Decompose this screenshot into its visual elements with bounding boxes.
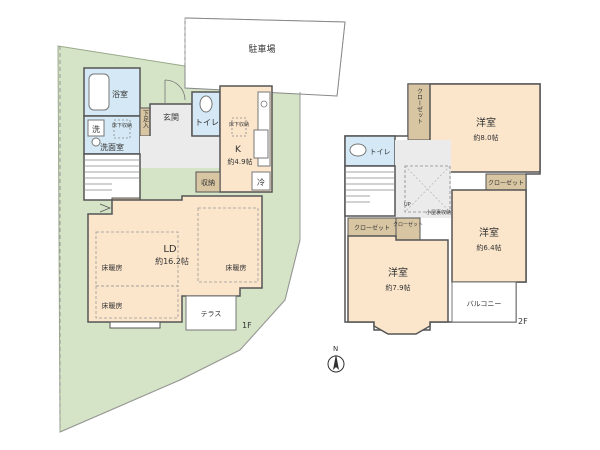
shoebox-label: 下足入 [142,110,149,128]
fridge [251,171,271,191]
room2-size: 約6.4帖 [476,243,501,252]
balcony-label: バルコニー [467,300,502,308]
hall-2f [395,140,451,218]
floorheat-label-1: 床暖房 [102,263,123,272]
parking-label: 駐車場 [248,43,275,55]
room-1 [429,83,541,173]
floor1-level: 1F [242,321,252,330]
closet-3-label: クローゼット [354,224,390,232]
floor2-level: 2F [518,317,528,326]
room3-size: 約7.9帖 [385,283,410,292]
room1-size: 約8.0帖 [473,133,498,142]
underfloor-label: 床下収納 [112,122,132,129]
attic-up-label: UP [404,202,411,208]
room3-label: 洋室 [388,266,408,279]
floorheat-label-3: 床暖房 [226,263,247,272]
stairs-1f [83,153,141,201]
floor2: クローゼット 洋室 約8.0帖 トイレ UP 小屋裏収納 クローゼット 洋室 約… [344,83,541,335]
underfloor-storage-wash [113,119,131,139]
sink-icon [91,137,101,147]
stove-icon [260,100,268,108]
kitchen-label: K [235,145,242,155]
floor1: 浴室 洗 床下収納 洗面室 下足入 玄関 トイレ 床下収納 K 約4.9帖 冷 [83,67,273,331]
stair-steps-2f [345,171,395,203]
storage-kitchen [195,171,221,193]
compass-icon [327,354,345,373]
attic-label: 小屋裏収納 [426,209,451,216]
kitchen-underfloor-label: 床下収納 [229,121,249,128]
toilet-2f-icon [349,143,367,157]
room-2 [451,189,527,283]
window-ld [109,321,161,329]
room1-label: 洋室 [476,116,496,129]
compass-north-label: N [333,345,338,353]
terrace-label: テラス [201,310,222,318]
floorheat-area-3 [197,207,259,283]
washing-machine-icon [87,119,105,137]
hall-1f [140,136,220,168]
closet-2-label: クローゼット [488,179,524,187]
washroom-label: 洗面室 [100,142,124,152]
wash-label: 洗 [92,124,100,134]
entrance-label: 玄関 [163,112,179,122]
bath-label: 浴室 [112,89,128,99]
floorheat-label-2: 床暖房 [102,301,123,310]
storage-kitchen-label: 収納 [201,178,215,187]
living-dining [87,195,263,323]
balcony [451,281,517,323]
bathtub-icon [88,73,110,111]
toilet-1f-label: トイレ [195,118,219,127]
closet-1-label: クローゼット [416,88,423,124]
island-counter [253,129,269,159]
toilet-2f-label: トイレ [370,148,391,156]
ld-size: 約16.2帖 [155,256,189,266]
stair-steps-1f [84,159,140,191]
closet-4-label: クローゼット [393,221,423,228]
room-3 [347,235,449,335]
terrace [185,295,237,331]
toilet-icon [199,95,213,113]
kitchen-size: 約4.9帖 [227,157,252,166]
fridge-label: 冷 [257,177,265,187]
stairs-2f [344,165,396,217]
floorheat-area-2 [95,285,179,319]
room2-label: 洋室 [479,226,499,239]
ld-label: LD [163,244,177,255]
